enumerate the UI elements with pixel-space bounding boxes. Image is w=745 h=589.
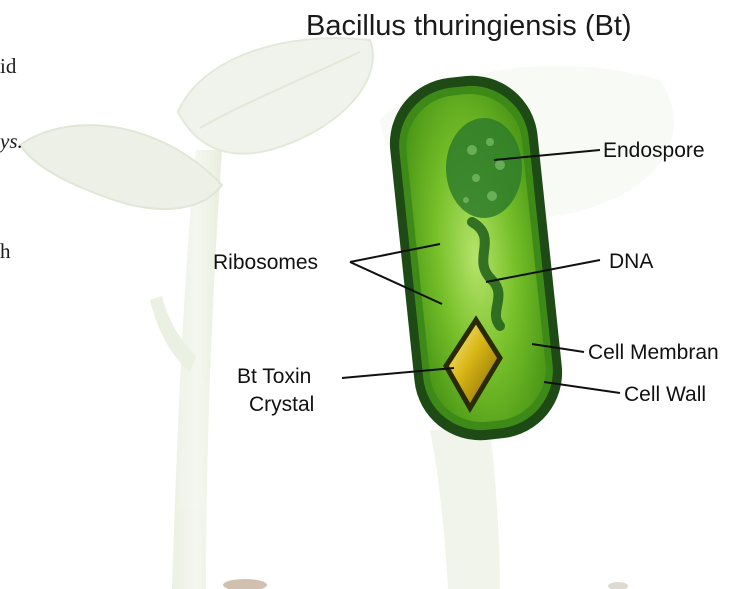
label-bt-toxin-line2: Crystal [249,392,314,417]
left-text-fragment-3: h [0,241,11,262]
label-bt-toxin-line1: Bt Toxin [237,364,311,389]
label-ribosomes: Ribosomes [213,250,318,275]
seedling-stem-lower [430,430,500,589]
seedling-background [20,38,674,589]
left-text-fragment-2: ys. [0,131,23,152]
soil-bit-right [608,582,628,589]
label-cell-membrane: Cell Membran [588,340,719,365]
diagram-title: Bacillus thuringiensis (Bt) [306,10,632,43]
label-cell-wall: Cell Wall [624,382,706,407]
seedling-leaf-left [20,125,222,209]
left-text-fragment-1: id [0,56,16,77]
seedling-stem [172,150,222,589]
label-dna: DNA [609,249,653,274]
endospore [446,118,522,218]
seedling-leaf-right [178,38,373,154]
soil-bit-left [223,579,267,589]
label-endospore: Endospore [603,138,705,163]
